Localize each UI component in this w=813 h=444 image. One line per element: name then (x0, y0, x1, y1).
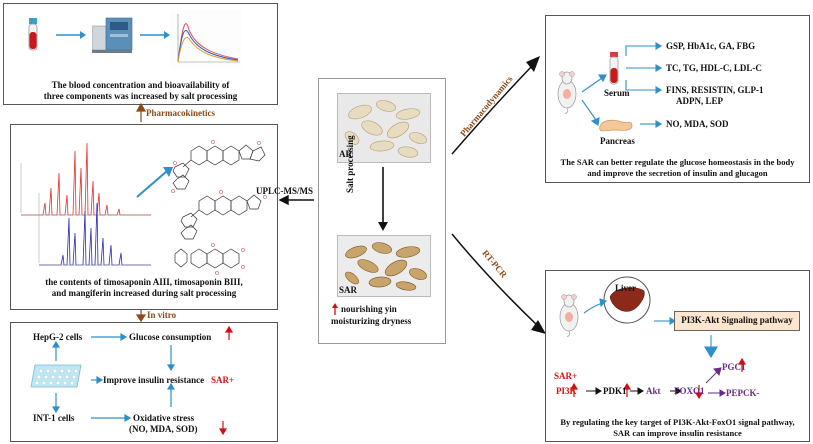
svg-text:O: O (171, 189, 175, 195)
svg-text:O: O (211, 243, 215, 249)
mouse-icon (557, 71, 577, 114)
chromatogram-plot (20, 142, 151, 266)
ar-photo (337, 93, 431, 163)
well-plate-icon (30, 364, 82, 388)
flow-arrow-1 (56, 31, 86, 39)
effect-line2: moisturizing dryness (331, 316, 412, 326)
structure-arrow (136, 167, 173, 198)
svg-text:O: O (263, 195, 267, 201)
in-vitro-link: In vitro (147, 310, 177, 320)
hepg2-label: HepG-2 cells (33, 332, 83, 342)
foxo1-node: FOXO1 (674, 386, 705, 396)
svg-text:O: O (215, 271, 219, 277)
pi3k-node: PI3K (556, 386, 577, 396)
pancreas-items: NO, MDA, SOD (666, 119, 729, 129)
pharmacokinetics-link: Pharmacokinetics (146, 108, 215, 118)
svg-text:O: O (211, 140, 215, 146)
pd-caption-line2: and improve the secretion of insulin and… (587, 168, 768, 178)
pathway-caption-line2: SAR can improve insulin resistance (613, 428, 742, 438)
serum-item-4: ADPN, LEP (676, 96, 723, 106)
pancreas-icon (599, 119, 633, 132)
pd-caption-line1: The SAR can better regulate the glucose … (560, 157, 795, 167)
flow-arrow-2 (140, 31, 170, 39)
pathway-mouse-icon (559, 294, 579, 337)
center-herb-box: AR Salt processing SAR nourishing yin mo… (318, 78, 446, 344)
pharmacokinetics-box: The blood concentration and bioavailabil… (3, 3, 278, 105)
pd-arrows (581, 42, 663, 128)
oxidative-sub: (NO, MDA, SOD) (129, 424, 198, 434)
nourishing-up-arrow (332, 303, 338, 315)
akt-node: Akt (646, 386, 661, 396)
pathway-box: Liver PI3K-Akt Signaling pathway SAR+ PI… (545, 270, 810, 442)
ar-slices-image (338, 94, 430, 162)
in-vitro-arrows (51, 325, 234, 436)
effect-line1: nourishing yin (341, 304, 397, 314)
liver-label: Liver (615, 283, 636, 293)
pepck-node: PEPCK- (726, 388, 760, 398)
uplc-link: UPLC-MS/MS (256, 186, 313, 196)
pathway-title: PI3K-Akt Signaling pathway (681, 315, 793, 325)
pdk1-node: PDK1 (603, 386, 627, 396)
invitro-sar-plus: SAR+ (211, 375, 235, 385)
uplc-results-box: O O O O O O O O O O the contents of timosapon… (10, 124, 278, 310)
pathway-caption-line1: By regulating the key target of PI3K-Akt… (560, 417, 795, 427)
pgc1-node: PGC1 (722, 362, 746, 372)
uplc-caption-line2: and mangiferin increased during salt pro… (51, 288, 237, 298)
pancreas-label: Pancreas (600, 136, 635, 146)
serum-item-2: TC, TG, HDL-C, LDL-C (666, 63, 762, 73)
svg-text:O: O (173, 161, 177, 167)
svg-text:O: O (219, 190, 223, 196)
insulin-label: Improve insulin resistance (103, 375, 205, 385)
svg-text:O: O (241, 248, 245, 254)
serum-tube-icon (609, 52, 619, 85)
uplc-caption-line1: the contents of timosaponin AIII, timosa… (45, 277, 243, 287)
chemical-structures: O O O O O O O O O O (171, 140, 267, 277)
int1-label: INT-1 cells (33, 413, 75, 423)
sar-label: SAR (339, 285, 358, 295)
pathway-title-box (674, 311, 800, 331)
serum-item-3: FINS, RESISTIN, GLP-1 (666, 85, 764, 95)
pharmacodynamics-box: Serum Pancreas GSP, HbA1c, GA, FBG TC, T… (545, 15, 810, 183)
ar-label: AR (339, 149, 352, 159)
serum-item-1: GSP, HbA1c, GA, FBG (666, 41, 756, 51)
pk-caption-line2: three components was increased by salt p… (43, 91, 238, 101)
oxidative-label: Oxidative stress (133, 413, 195, 423)
lcms-instrument-icon (92, 17, 133, 53)
svg-text:O: O (257, 141, 261, 147)
sar-slices-image (338, 236, 430, 296)
pathway-arrows (569, 298, 747, 400)
salt-processing-arrow (378, 167, 388, 231)
pk-caption-line1: The blood concentration and bioavailabil… (51, 80, 230, 90)
liver-icon (603, 276, 651, 324)
concentration-time-plot (170, 10, 242, 68)
serum-label: Serum (604, 88, 630, 98)
pathway-sar-plus: SAR+ (554, 371, 578, 381)
sar-photo (337, 235, 431, 297)
blood-tube-icon (28, 18, 38, 51)
glucose-label: Glucose consumption (129, 332, 212, 342)
in-vitro-box: HepG-2 cells Glucose consumption Improve… (10, 322, 278, 442)
svg-text:O: O (241, 265, 245, 271)
